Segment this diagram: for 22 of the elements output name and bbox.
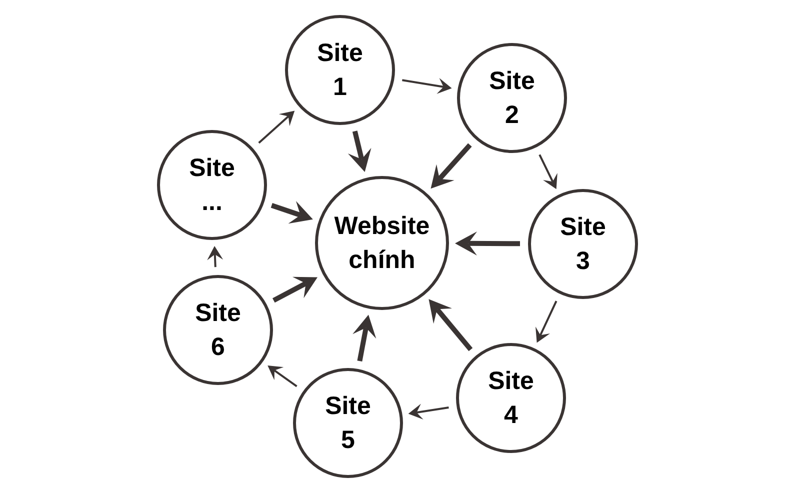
arrow [536,300,558,343]
arrow [258,110,295,144]
arrow [538,154,558,190]
arrow [430,143,472,189]
node-label: Site 5 [324,391,372,456]
arrow [428,299,473,352]
arrow [207,246,224,268]
node-label: Site 4 [487,366,535,431]
arrow [272,276,318,303]
arrow [270,200,313,224]
arrow [402,78,452,94]
node-label: Site ... [188,153,236,218]
node-label: Site 6 [194,298,242,363]
node-label: Site 2 [488,66,536,131]
arrow [352,314,376,362]
node-label: Website chính [333,211,431,276]
arrow [455,231,520,256]
node-label: Site 3 [559,212,607,277]
arrow [268,366,298,388]
node-label: Site 1 [316,38,364,103]
arrow [348,130,372,172]
arrow [408,404,449,420]
